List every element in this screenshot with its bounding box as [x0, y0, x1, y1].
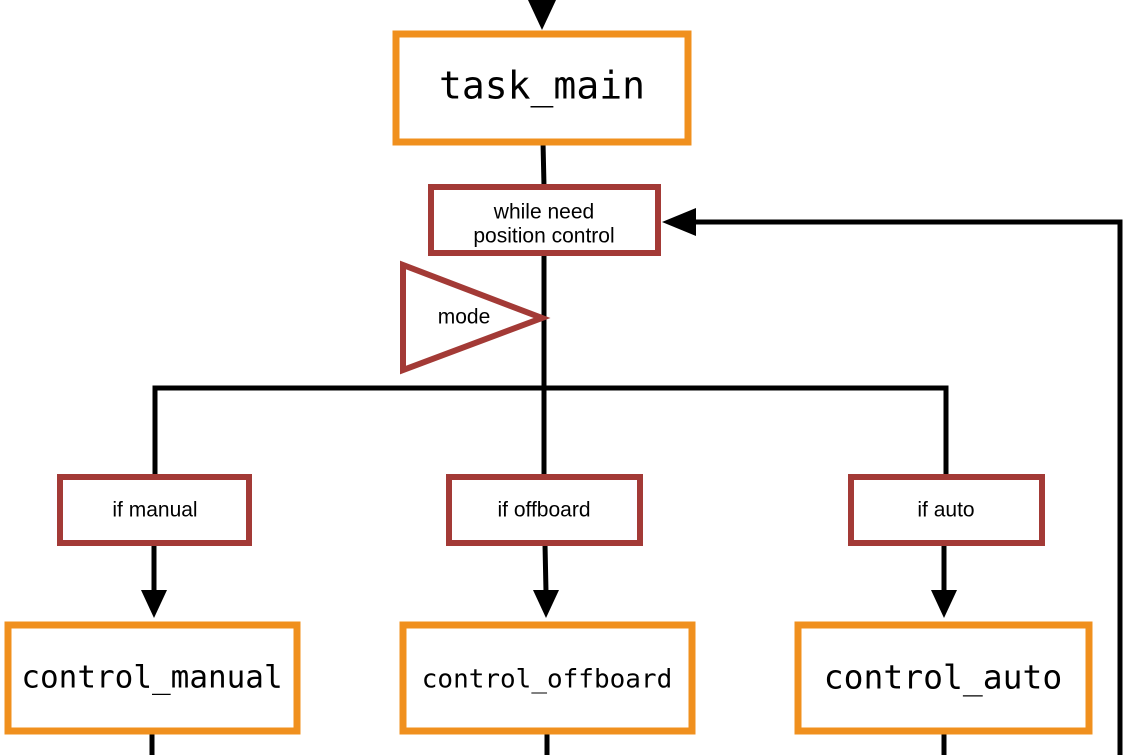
- control-offboard-node: control_offboard: [399, 621, 696, 735]
- condition-manual-label: if manual: [112, 499, 197, 522]
- loop-condition-line2: position control: [473, 225, 614, 248]
- arrow-manual: [141, 544, 167, 618]
- condition-offboard-label: if offboard: [497, 499, 590, 522]
- task-main-label: task_main: [439, 64, 645, 109]
- condition-manual-node: if manual: [57, 474, 252, 546]
- loop-back-arrow: [662, 208, 1123, 755]
- arrow-offboard: [533, 543, 559, 618]
- mode-label: mode: [438, 306, 491, 329]
- condition-auto-label: if auto: [917, 499, 974, 522]
- arrow-auto: [931, 544, 957, 618]
- loop-condition-node: while need position control: [428, 184, 661, 256]
- branch-bar: [152, 385, 949, 476]
- control-offboard-label: control_offboard: [422, 665, 672, 695]
- mode-node: mode: [400, 260, 551, 375]
- incoming-arrow: [528, 0, 556, 30]
- condition-auto-node: if auto: [848, 474, 1045, 546]
- control-manual-node: control_manual: [4, 621, 301, 735]
- control-auto-node: control_auto: [794, 621, 1093, 735]
- control-manual-label: control_manual: [21, 660, 282, 696]
- loop-condition-line1: while need: [493, 201, 594, 224]
- control-auto-label: control_auto: [824, 658, 1062, 698]
- connector-main-to-loop: [540, 141, 547, 187]
- condition-offboard-node: if offboard: [446, 474, 643, 546]
- task-main-node: task_main: [392, 30, 692, 146]
